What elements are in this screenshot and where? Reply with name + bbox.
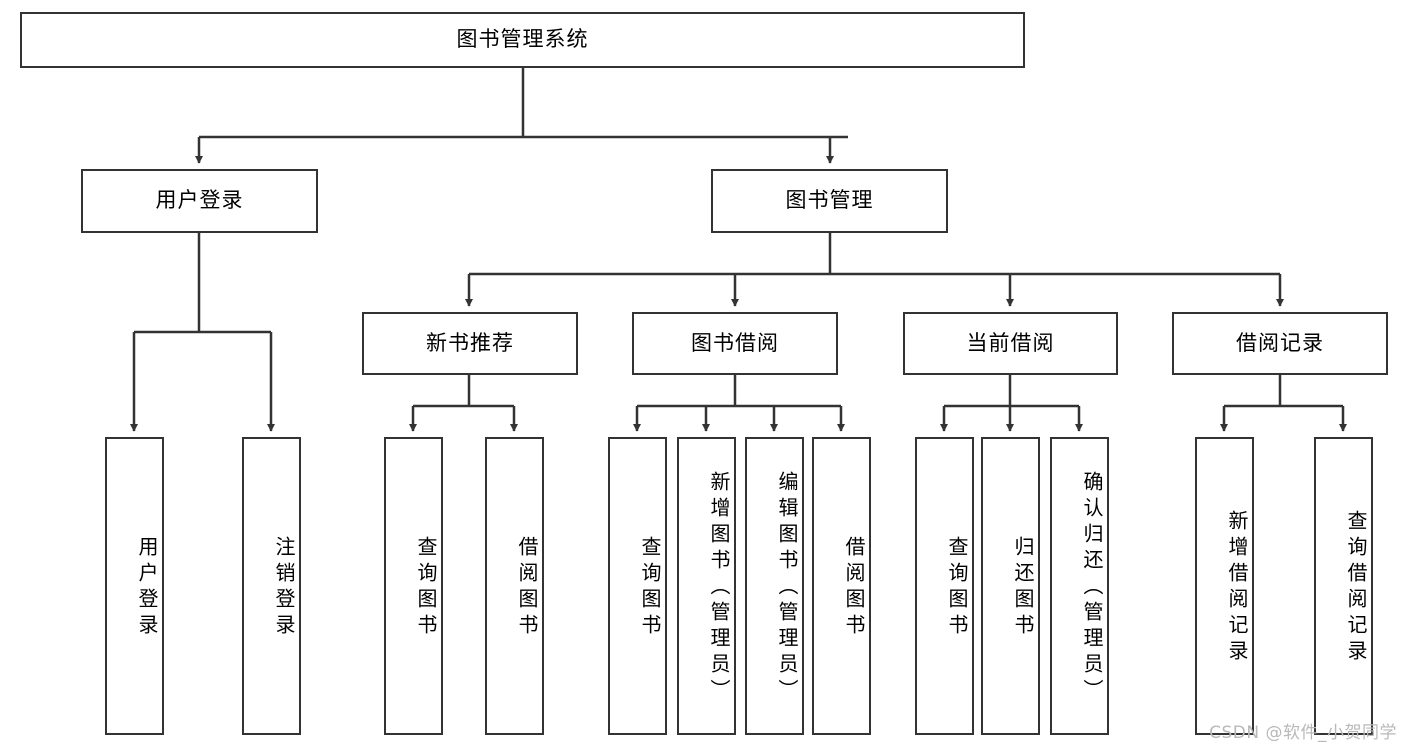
node-user-login-label: 用户登录 xyxy=(155,188,244,213)
node-borrow-records-label: 借阅记录 xyxy=(1236,330,1324,355)
node-leaf-borrow-book-newbook-label: 借阅图书 xyxy=(515,536,539,640)
node-borrow-records[interactable]: 借阅记录 xyxy=(1172,312,1388,375)
node-leaf-edit-book-admin[interactable]: 编辑图书（管理员） xyxy=(745,437,804,735)
node-leaf-borrow-book[interactable]: 借阅图书 xyxy=(812,437,871,735)
node-leaf-add-book-admin[interactable]: 新增图书（管理员） xyxy=(677,437,736,735)
node-leaf-user-login-label: 用户登录 xyxy=(135,536,159,640)
node-leaf-edit-book-admin-label: 编辑图书（管理员） xyxy=(775,471,799,705)
node-leaf-user-login[interactable]: 用户登录 xyxy=(105,437,164,735)
node-leaf-query-borrow-record-label: 查询借阅记录 xyxy=(1344,510,1368,666)
node-current-borrow-label: 当前借阅 xyxy=(966,330,1055,355)
node-book-management[interactable]: 图书管理 xyxy=(711,169,948,233)
node-leaf-add-book-admin-label: 新增图书（管理员） xyxy=(707,471,731,705)
node-leaf-confirm-return-admin-label: 确认归还（管理员） xyxy=(1080,471,1104,705)
node-current-borrow[interactable]: 当前借阅 xyxy=(903,312,1118,375)
node-leaf-return-book-label: 归还图书 xyxy=(1011,536,1035,640)
node-leaf-logout[interactable]: 注销登录 xyxy=(242,437,301,735)
node-leaf-query-book-borrow[interactable]: 查询图书 xyxy=(608,437,667,735)
node-leaf-query-book-current[interactable]: 查询图书 xyxy=(915,437,974,735)
node-leaf-borrow-book-newbook[interactable]: 借阅图书 xyxy=(485,437,544,735)
node-book-management-label: 图书管理 xyxy=(785,188,874,213)
node-leaf-query-book-newbook-label: 查询图书 xyxy=(414,536,438,640)
node-new-book-recommend-label: 新书推荐 xyxy=(426,330,514,355)
node-leaf-return-book[interactable]: 归还图书 xyxy=(981,437,1040,735)
node-leaf-query-book-borrow-label: 查询图书 xyxy=(638,536,662,640)
node-root[interactable]: 图书管理系统 xyxy=(20,12,1025,68)
node-leaf-query-book-current-label: 查询图书 xyxy=(945,536,969,640)
node-leaf-logout-label: 注销登录 xyxy=(272,536,296,640)
node-leaf-add-borrow-record-label: 新增借阅记录 xyxy=(1225,510,1249,666)
node-leaf-add-borrow-record[interactable]: 新增借阅记录 xyxy=(1195,437,1254,735)
node-leaf-query-borrow-record[interactable]: 查询借阅记录 xyxy=(1314,437,1373,735)
node-book-borrow-label: 图书借阅 xyxy=(691,330,779,355)
node-new-book-recommend[interactable]: 新书推荐 xyxy=(362,312,578,375)
node-user-login[interactable]: 用户登录 xyxy=(81,169,318,233)
node-leaf-query-book-newbook[interactable]: 查询图书 xyxy=(384,437,443,735)
node-root-label: 图书管理系统 xyxy=(456,27,589,52)
node-leaf-confirm-return-admin[interactable]: 确认归还（管理员） xyxy=(1050,437,1109,735)
node-leaf-borrow-book-label: 借阅图书 xyxy=(842,536,866,640)
node-book-borrow[interactable]: 图书借阅 xyxy=(632,312,838,375)
